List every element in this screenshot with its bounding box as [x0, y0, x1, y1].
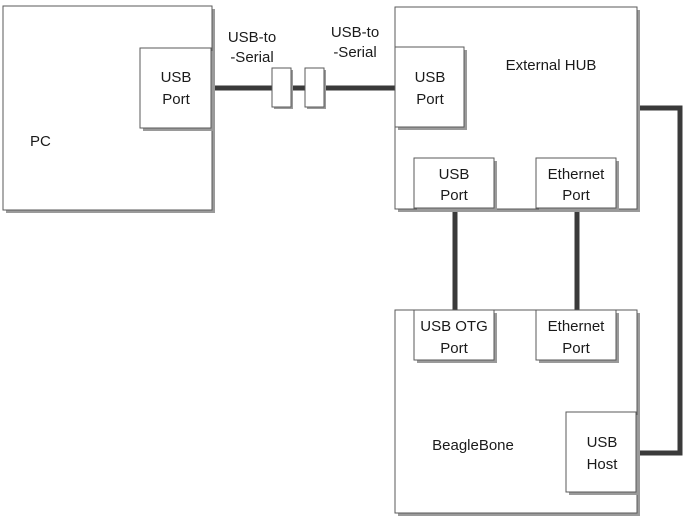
- usb-to-serial-plug-right: [304, 67, 325, 108]
- connector-left-label-1: USB-to: [228, 29, 276, 46]
- hub-usb-port-out: [413, 157, 495, 209]
- pc-usb-port-label-1: USB: [161, 69, 192, 86]
- pc-label: PC: [30, 133, 51, 150]
- pc-usb-port: [139, 47, 212, 129]
- bb-ethernet-port: [535, 309, 617, 361]
- hub-usb-port-in: [394, 46, 465, 128]
- bb-usb-otg-port-label-1: USB OTG: [420, 318, 488, 335]
- bb-usb-host-label-2: Host: [587, 456, 619, 473]
- bb-usb-host-label-1: USB: [587, 434, 618, 451]
- bb-ethernet-port-label-1: Ethernet: [548, 318, 606, 335]
- hub-ethernet-port-label-2: Port: [562, 187, 590, 204]
- hub-usb-port-in-label-2: Port: [416, 91, 444, 108]
- beaglebone-block: BeagleBone USB OTG Port Ethernet Port US…: [394, 309, 640, 516]
- connector-right-label-2: -Serial: [333, 44, 376, 61]
- pc-usb-port-label-2: Port: [162, 91, 190, 108]
- wires: [213, 85, 683, 456]
- beaglebone-label: BeagleBone: [432, 437, 514, 454]
- hub-ethernet-port-label-1: Ethernet: [548, 166, 606, 183]
- connector-right-label-1: USB-to: [331, 24, 379, 41]
- external-hub-block: External HUB USB Port USB Port Ethernet …: [394, 6, 640, 212]
- usb-to-serial-plug-left: [271, 67, 292, 108]
- bb-usb-host: [565, 411, 637, 493]
- bb-usb-otg-port-label-2: Port: [440, 340, 468, 357]
- pc-block: PC USB Port: [2, 5, 215, 213]
- hub-usb-port-out-label-1: USB: [439, 166, 470, 183]
- connector-left-label-2: -Serial: [230, 49, 273, 66]
- hub-label: External HUB: [506, 57, 597, 74]
- bb-ethernet-port-label-2: Port: [562, 340, 590, 357]
- usb-to-serial-connectors: USB-to -Serial USB-to -Serial: [228, 24, 379, 109]
- hub-usb-port-out-label-2: Port: [440, 187, 468, 204]
- bb-usb-otg-port: [413, 309, 495, 361]
- hub-ethernet-port: [535, 157, 617, 209]
- wire-hub-to-usb-host: [638, 105, 683, 456]
- hub-usb-port-in-label-1: USB: [415, 69, 446, 86]
